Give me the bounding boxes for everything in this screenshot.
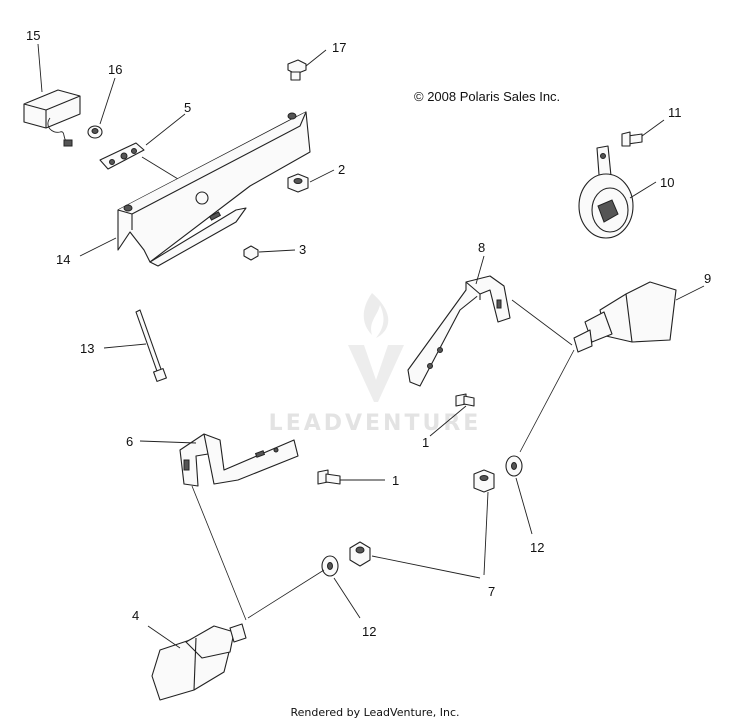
part-17-bolt (287, 59, 307, 81)
callout-1a: 1 (422, 435, 429, 450)
part-10-horn (578, 145, 634, 239)
callout-12b: 12 (362, 624, 376, 639)
part-9-turn-signal (573, 281, 677, 353)
part-12-washer-upper (505, 455, 523, 477)
watermark-flame-icon (363, 293, 389, 338)
callout-7: 7 (488, 584, 495, 599)
part-15-taillight (23, 89, 81, 147)
callout-8: 8 (478, 240, 485, 255)
callout-12a: 12 (530, 540, 544, 555)
callout-3: 3 (299, 242, 306, 257)
part-7-nut-lower (349, 541, 371, 567)
part-6-bracket (179, 433, 299, 487)
part-16-grommet (87, 125, 103, 139)
part-14-bracket (117, 111, 311, 267)
part-1b-screw (317, 469, 341, 485)
callout-2: 2 (338, 162, 345, 177)
footer-text: Rendered by LeadVenture, Inc. (290, 706, 459, 719)
part-11-screw (621, 131, 643, 147)
callout-17: 17 (332, 40, 346, 55)
part-4-turn-signal (151, 623, 247, 701)
part-5-plate (99, 142, 145, 170)
part-8-bracket (407, 275, 511, 387)
callout-10: 10 (660, 175, 674, 190)
callout-13: 13 (80, 341, 94, 356)
part-13-cable-tie (135, 309, 167, 382)
watermark-v-icon (348, 345, 404, 402)
callout-9: 9 (704, 271, 711, 286)
callout-15: 15 (26, 28, 40, 43)
callout-4: 4 (132, 608, 139, 623)
part-12-washer-lower (321, 555, 339, 577)
watermark-text: LEADVENTURE (269, 411, 482, 436)
callout-1b: 1 (392, 473, 399, 488)
copyright-text: © 2008 Polaris Sales Inc. (414, 89, 560, 104)
callout-11: 11 (668, 105, 682, 120)
part-7-nut-upper (473, 469, 495, 493)
part-1-screw (455, 393, 475, 407)
callout-6: 6 (126, 434, 133, 449)
callout-16: 16 (108, 62, 122, 77)
leadventure-watermark: LEADVENTURE (269, 293, 482, 436)
callout-14: 14 (56, 252, 70, 267)
part-3-nut (243, 245, 259, 261)
part-2-nut (287, 173, 309, 193)
callout-5: 5 (184, 100, 191, 115)
